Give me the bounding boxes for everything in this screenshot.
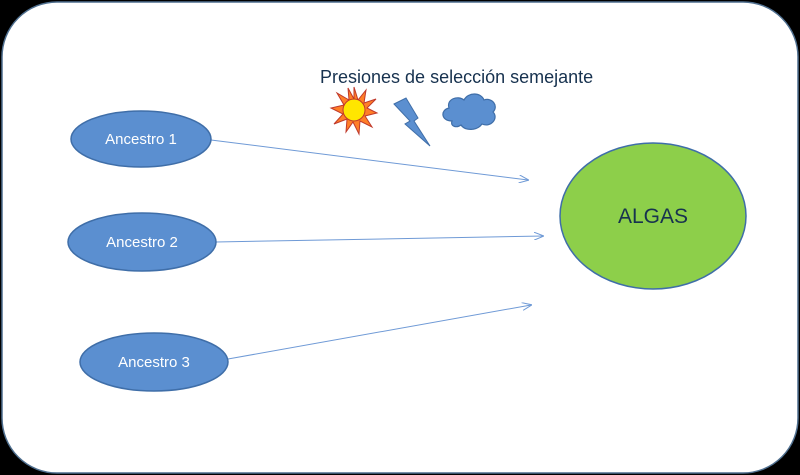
arrow-ancestor-1-to-algas bbox=[210, 139, 528, 180]
lightning-icon bbox=[393, 97, 431, 147]
node-ancestor-3-label: Ancestro 3 bbox=[118, 354, 190, 371]
sun-icon bbox=[329, 86, 379, 136]
cloud-icon bbox=[442, 93, 496, 130]
node-algas: ALGAS bbox=[559, 142, 747, 290]
arrow-ancestor-2-to-algas bbox=[215, 236, 543, 243]
node-algas-label: ALGAS bbox=[618, 205, 688, 228]
node-ancestor-3: Ancestro 3 bbox=[79, 332, 229, 392]
node-ancestor-2: Ancestro 2 bbox=[67, 212, 217, 272]
node-ancestor-1: Ancestro 1 bbox=[70, 110, 212, 168]
diagram-title: Presiones de selección semejante bbox=[320, 67, 593, 87]
node-ancestor-1-label: Ancestro 1 bbox=[105, 131, 177, 148]
node-ancestor-2-label: Ancestro 2 bbox=[106, 234, 178, 251]
arrow-ancestor-3-to-algas bbox=[227, 305, 531, 360]
